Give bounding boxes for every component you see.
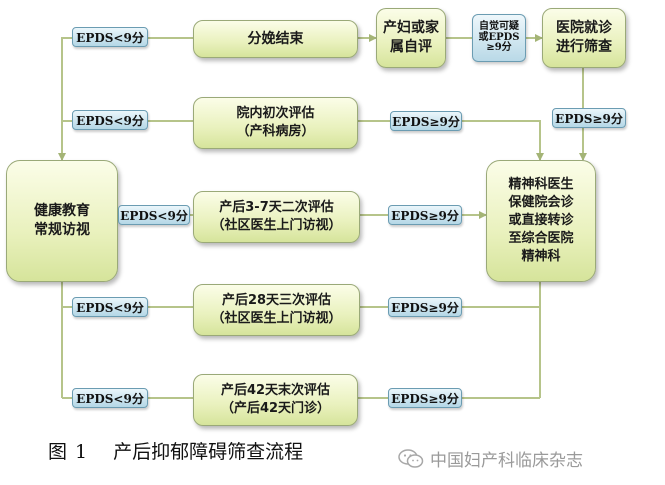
node-hospital-screening-line-2: 进行筛查 — [556, 39, 612, 55]
node-second-eval: 产后3-7天二次评估 （社区医生上门访视） — [193, 191, 360, 243]
node-referral: 精神科医生 保健院会诊 或直接转诊 至综合医院 精神科 — [486, 160, 596, 282]
connector-delivery-to-education — [58, 37, 193, 161]
node-self-family-eval: 产妇或家 属自评 — [376, 8, 446, 68]
tag-low-second: EPDS<9分 — [118, 205, 190, 225]
caption-title: 产后抑郁障碍筛查流程 — [113, 441, 304, 463]
node-hospital-screening: 医院就诊 进行筛查 — [542, 8, 626, 68]
node-health-education-line-2: 常规访视 — [34, 222, 90, 238]
node-referral-line-5: 精神科 — [521, 249, 561, 265]
node-final-eval-line-1: 产后42天末次评估 — [220, 383, 331, 399]
node-third-eval-line-1: 产后28天三次评估 — [221, 293, 332, 309]
node-referral-line-4: 至综合医院 — [508, 231, 574, 247]
node-referral-line-1: 精神科医生 — [508, 176, 574, 192]
caption-prefix: 图 — [48, 441, 68, 463]
node-first-eval-line-1: 院内初次评估 — [236, 106, 315, 122]
tag-high-first: EPDS≥9分 — [390, 111, 462, 131]
node-final-eval: 产后42天末次评估 （产后42天门诊） — [193, 374, 358, 426]
node-first-eval: 院内初次评估 （产科病房） — [193, 97, 358, 149]
tag-self-suspect-line-2: 或EPDS — [478, 31, 520, 43]
node-second-eval-line-1: 产后3-7天二次评估 — [219, 200, 334, 216]
wechat-icon — [398, 448, 424, 468]
tag-self-suspect-line-3: ≥9分 — [486, 42, 512, 54]
node-hospital-screening-line-1: 医院就诊 — [556, 20, 612, 37]
node-delivery-end-line-1: 分娩结束 — [247, 30, 304, 47]
node-health-education: 健康教育 常规访视 — [6, 160, 118, 282]
tag-high-second: EPDS≥9分 — [388, 205, 462, 225]
node-final-eval-line-2: （产后42天门诊） — [220, 401, 331, 416]
tag-low-final: EPDS<9分 — [72, 388, 148, 408]
tag-high-third: EPDS≥9分 — [388, 297, 462, 317]
tag-low-third: EPDS<9分 — [72, 297, 148, 317]
watermark: 中国妇产科临床杂志 — [398, 446, 583, 471]
tag-low-delivery: EPDS<9分 — [72, 27, 148, 47]
caption-number: 1 — [75, 441, 88, 463]
tag-self-suspect-line-1: 自觉可疑 — [479, 21, 519, 33]
watermark-text: 中国妇产科临床杂志 — [430, 451, 583, 471]
tag-high-final: EPDS≥9分 — [388, 388, 462, 408]
node-health-education-line-1: 健康教育 — [34, 203, 90, 220]
node-referral-line-3: 或直接转诊 — [508, 212, 574, 228]
tag-self-suspect: 自觉可疑 或EPDS ≥9分 — [472, 14, 526, 62]
node-self-family-eval-line-2: 属自评 — [390, 39, 432, 55]
tag-low-first: EPDS<9分 — [72, 110, 148, 130]
tag-high-hospital: EPDS≥9分 — [552, 108, 626, 128]
node-delivery-end: 分娩结束 — [193, 20, 358, 58]
node-third-eval-line-2: （社区医生上门访视） — [211, 311, 342, 326]
node-referral-line-2: 保健院会诊 — [508, 194, 574, 210]
node-first-eval-line-2: （产科病房） — [236, 124, 315, 139]
node-third-eval: 产后28天三次评估 （社区医生上门访视） — [193, 284, 360, 336]
node-second-eval-line-2: （社区医生上门访视） — [211, 218, 342, 233]
node-self-family-eval-line-1: 产妇或家 — [383, 20, 439, 37]
